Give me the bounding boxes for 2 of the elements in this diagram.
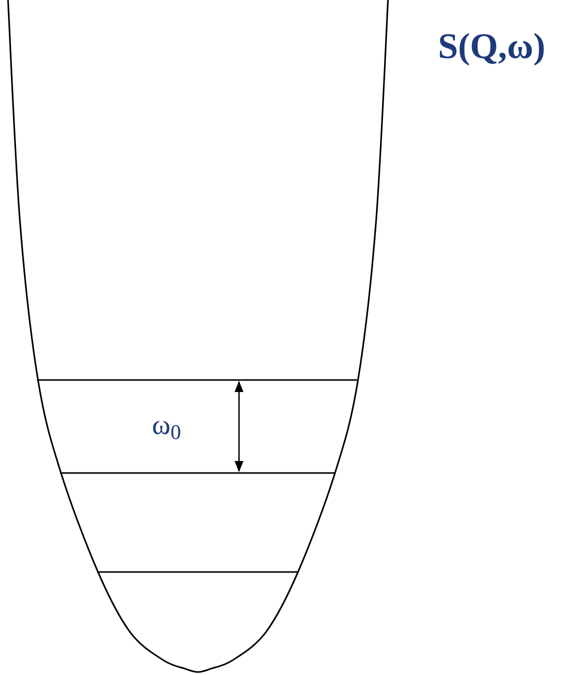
title: S(Q,ω) <box>438 28 546 64</box>
spacing-label: ω$_{0}$ <box>152 412 181 440</box>
